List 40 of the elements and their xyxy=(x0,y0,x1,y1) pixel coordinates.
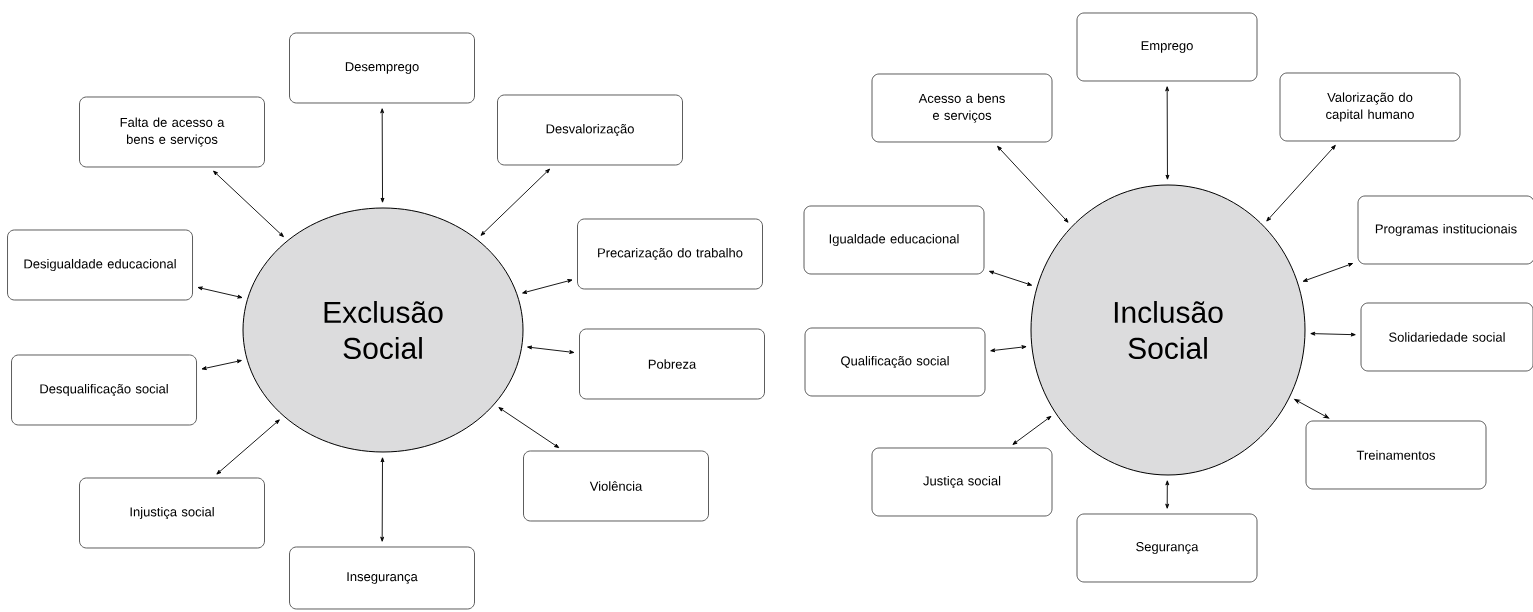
text-box: Insegurança xyxy=(289,546,475,610)
arrow xyxy=(1310,331,1356,337)
text-box: Igualdade educacional xyxy=(803,205,985,275)
arrow xyxy=(197,286,243,299)
arrow xyxy=(997,145,1069,223)
text-box: Emprego xyxy=(1076,12,1258,82)
text-box: Segurança xyxy=(1076,513,1258,583)
text-box: Programas institucionais xyxy=(1357,195,1533,265)
text-box: Treinamentos xyxy=(1305,420,1487,490)
text-box: Acesso a bens e serviços xyxy=(871,73,1053,143)
arrow xyxy=(1266,144,1336,222)
text-box: Desvalorização xyxy=(497,94,683,166)
arrow xyxy=(990,345,1027,353)
arrow xyxy=(522,279,573,294)
arrow xyxy=(527,345,575,354)
text-box: Justiça social xyxy=(871,447,1053,517)
arrow xyxy=(1165,86,1170,180)
text-box: Injustiça social xyxy=(79,477,265,549)
text-box: Valorização do capital humano xyxy=(1279,72,1461,142)
text-box: Solidariedade social xyxy=(1360,302,1533,372)
arrow xyxy=(1012,415,1052,445)
arrow xyxy=(380,457,385,542)
text-box: Qualificação social xyxy=(804,327,986,397)
arrow xyxy=(380,108,385,203)
text-box: Violência xyxy=(523,450,709,522)
text-box: Pobreza xyxy=(579,328,765,400)
arrow xyxy=(498,407,560,449)
text-box: Precarização do trabalho xyxy=(577,218,763,290)
arrow xyxy=(1165,480,1170,509)
text-box: Desqualificação social xyxy=(11,354,197,426)
text-box: Falta de acesso a bens e serviços xyxy=(79,96,265,168)
arrow xyxy=(201,359,242,370)
text-box: Desigualdade educacional xyxy=(7,229,193,301)
arrow xyxy=(989,270,1033,286)
arrow xyxy=(1294,399,1330,419)
arrow xyxy=(480,168,551,236)
arrow xyxy=(1302,263,1354,282)
text-box: Desemprego xyxy=(289,32,475,104)
arrow xyxy=(213,170,284,238)
arrow xyxy=(216,419,280,475)
